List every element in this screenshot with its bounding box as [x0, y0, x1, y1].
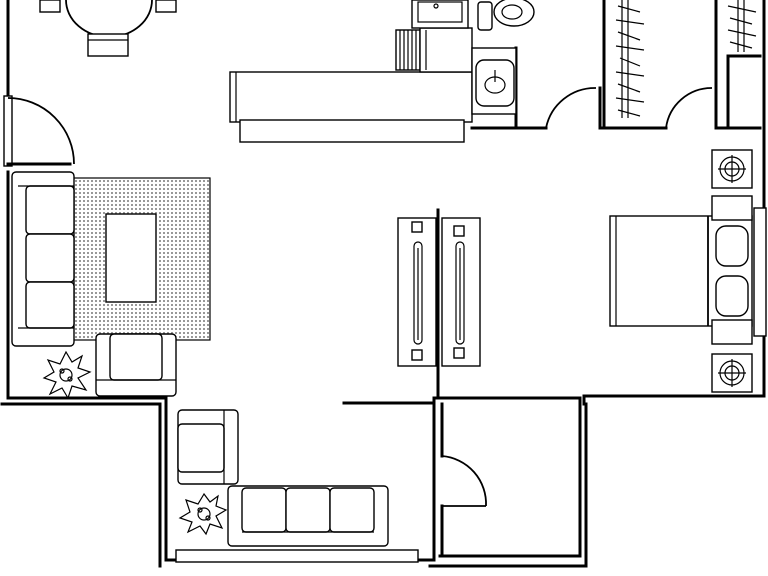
window — [175, 207, 767, 563]
coffee-table — [105, 213, 157, 303]
closet-rail — [727, 0, 757, 52]
armchair — [95, 333, 177, 397]
sliding-door-panel — [441, 217, 481, 367]
armchair — [177, 409, 239, 485]
nightstand-lamp — [711, 353, 753, 393]
dining-chair — [87, 33, 129, 57]
closet-door — [665, 87, 713, 129]
dish-rack — [395, 29, 421, 71]
dining-chair — [39, 0, 177, 13]
closet-rail — [615, 0, 645, 118]
entry-door — [3, 95, 75, 167]
pillow — [715, 275, 749, 317]
sliding-door-panel — [397, 217, 437, 367]
kitchen-sink — [411, 0, 473, 73]
loveseat — [227, 485, 389, 547]
bathroom-door — [545, 87, 597, 129]
pillow — [715, 225, 749, 267]
nightstand-lamp — [711, 149, 753, 189]
bathroom-sink — [471, 47, 517, 115]
potted-plant — [178, 492, 228, 536]
toilet — [477, 0, 535, 31]
dining-table — [65, 0, 153, 38]
bar-counter — [239, 119, 465, 143]
kitchen-counter — [229, 71, 473, 123]
bedroom-door — [441, 455, 487, 507]
bed — [609, 195, 753, 345]
sofa — [11, 171, 75, 347]
potted-plant — [42, 350, 92, 400]
